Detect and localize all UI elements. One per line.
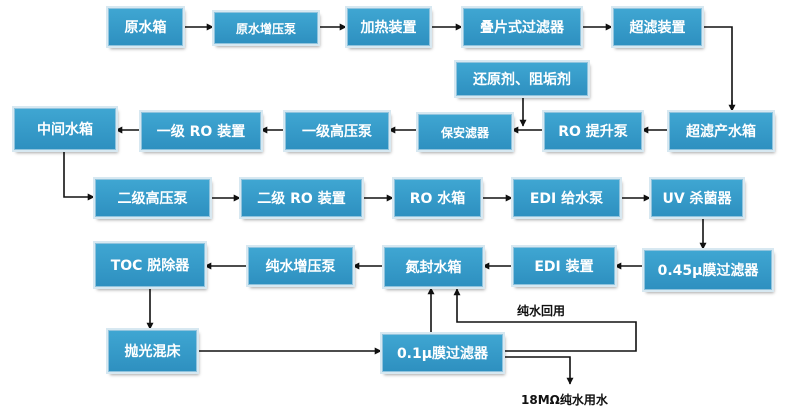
nitrogen-sealed-tank[interactable]: 氮封水箱	[384, 247, 483, 287]
toc-remover[interactable]: TOC 脱除器	[95, 243, 205, 287]
heating-device[interactable]: 加热装置	[347, 8, 430, 46]
membrane-filter-01[interactable]: 0.1μ膜过滤器	[382, 334, 503, 372]
arrow-pure-water-return	[453, 288, 637, 352]
ro-water-tank[interactable]: RO 水箱	[394, 179, 481, 217]
edi-device[interactable]: EDI 装置	[513, 247, 615, 285]
secondary-high-pressure-pump[interactable]: 二级高压泵	[95, 179, 210, 217]
laminated-filter[interactable]: 叠片式过滤器	[463, 8, 581, 46]
secondary-ro-device[interactable]: 二级 RO 装置	[241, 179, 362, 217]
uv-sterilizer[interactable]: UV 杀菌器	[651, 179, 743, 217]
reductant-antiscalant[interactable]: 还原剂、阻垢剂	[456, 62, 588, 96]
ultrafiltration-device[interactable]: 超滤装置	[613, 8, 702, 46]
arrow-output-water	[503, 356, 574, 385]
membrane-filter-045[interactable]: 0.45μ膜过滤器	[644, 250, 772, 290]
uf-product-water-tank[interactable]: 超滤产水箱	[669, 112, 773, 150]
middle-water-tank[interactable]: 中间水箱	[14, 108, 116, 150]
output-water-label: 18MΩ纯水用水	[521, 393, 608, 407]
arrow-middle-tank-to-secondary-hp-pump	[63, 150, 95, 201]
pure-water-return-label: 纯水回用	[517, 304, 566, 318]
polishing-mixed-bed[interactable]: 抛光混床	[108, 330, 197, 372]
raw-water-booster-pump[interactable]: 原水增压泵	[214, 12, 318, 44]
primary-high-pressure-pump[interactable]: 一级高压泵	[285, 112, 389, 150]
raw-water-tank[interactable]: 原水箱	[108, 8, 183, 46]
edi-feed-pump[interactable]: EDI 给水泵	[513, 179, 620, 217]
pure-water-booster-pump[interactable]: 纯水增压泵	[248, 247, 353, 285]
ro-lift-pump[interactable]: RO 提升泵	[544, 112, 642, 150]
primary-ro-device[interactable]: 一级 RO 装置	[141, 112, 261, 150]
security-filter[interactable]: 保安滤器	[418, 114, 512, 150]
arrow-uf-to-uf-tank	[702, 26, 733, 110]
